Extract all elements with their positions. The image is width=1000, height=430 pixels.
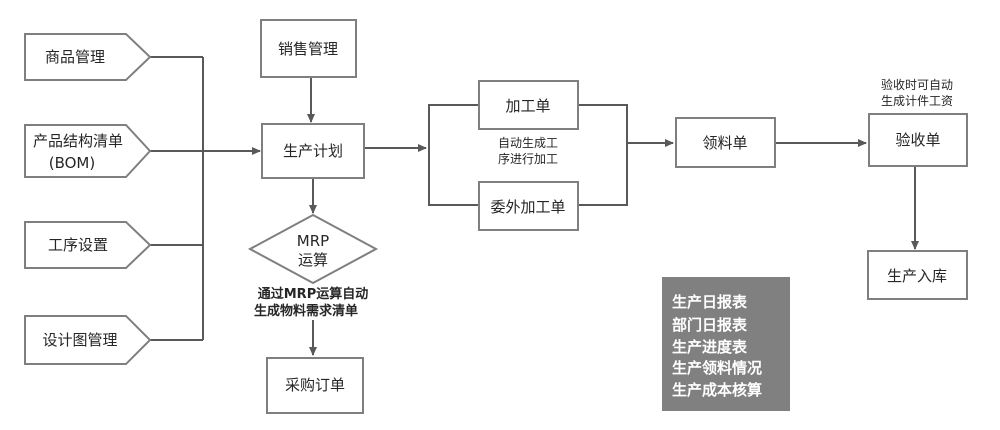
inspection-box	[868, 113, 968, 167]
goods-mgmt-shape	[24, 33, 152, 81]
mrp-diamond	[247, 213, 379, 285]
node-outsource-order: 委外加工单	[478, 181, 579, 231]
connectors	[150, 56, 919, 356]
material-req-label: 领料单	[702, 134, 747, 152]
outsource-order-label: 委外加工单	[490, 198, 565, 216]
reports-background	[662, 277, 790, 411]
bom-label-line2: (BOM)	[49, 154, 95, 172]
sales-mgmt-box	[260, 19, 357, 78]
node-work-order: 加工单	[478, 80, 579, 130]
mrp-note-line2: 生成物料需求清单	[254, 303, 358, 319]
mrp-note-line1: 通过MRP运算自动	[258, 286, 368, 302]
bom-label-line1: 产品结构清单	[33, 132, 123, 150]
report-item: 部门日报表	[672, 316, 748, 334]
report-item: 生产领料情况	[672, 359, 762, 377]
work-order-note-line2: 序进行加工	[498, 151, 558, 166]
node-purchase-order: 采购订单	[266, 357, 364, 414]
process-setup-label: 工序设置	[48, 236, 108, 254]
purchase-order-label: 采购订单	[285, 376, 345, 394]
node-process-setup: 工序设置	[24, 221, 152, 269]
node-bom: 产品结构清单 (BOM)	[24, 124, 152, 178]
warehousing-box	[867, 250, 968, 300]
material-req-box	[675, 117, 776, 168]
prod-plan-label: 生产计划	[283, 142, 343, 160]
sales-mgmt-label: 销售管理	[278, 40, 338, 58]
node-material-req: 领料单	[675, 117, 776, 168]
bom-shape	[24, 124, 152, 178]
inspection-note-line2: 生成计件工资	[881, 94, 953, 108]
design-mgmt-label: 设计图管理	[42, 331, 117, 349]
node-sales-mgmt: 销售管理	[260, 19, 357, 78]
purchase-order-box	[266, 357, 364, 414]
node-prod-plan: 生产计划	[261, 123, 365, 179]
node-warehousing: 生产入库	[867, 250, 968, 300]
prod-plan-box	[261, 123, 365, 179]
design-mgmt-shape	[24, 315, 152, 365]
warehousing-label: 生产入库	[887, 267, 947, 285]
outsource-order-box	[478, 181, 579, 231]
reports-panel: 生产日报表 部门日报表 生产进度表 生产领料情况 生产成本核算	[662, 277, 790, 411]
node-goods-mgmt: 商品管理	[24, 33, 152, 81]
node-mrp: MRP 运算	[247, 213, 379, 285]
inspection-label: 验收单	[895, 131, 940, 149]
work-order-box	[478, 80, 579, 130]
node-design-mgmt: 设计图管理	[24, 315, 152, 365]
work-order-label: 加工单	[505, 97, 550, 115]
branch-merge-line	[578, 104, 628, 206]
work-order-note-line1: 自动生成工	[498, 136, 558, 150]
report-item: 生产进度表	[672, 338, 748, 356]
mrp-label-line1: MRP	[297, 232, 329, 250]
branch-split-line	[428, 104, 478, 206]
goods-mgmt-label: 商品管理	[45, 48, 105, 66]
mrp-label-line2: 运算	[298, 251, 328, 269]
process-setup-shape	[24, 221, 152, 269]
inspection-note-line1: 验收时可自动	[881, 77, 953, 92]
report-item: 生产日报表	[672, 293, 748, 311]
node-inspection: 验收单	[868, 113, 968, 167]
report-item: 生产成本核算	[672, 381, 762, 399]
